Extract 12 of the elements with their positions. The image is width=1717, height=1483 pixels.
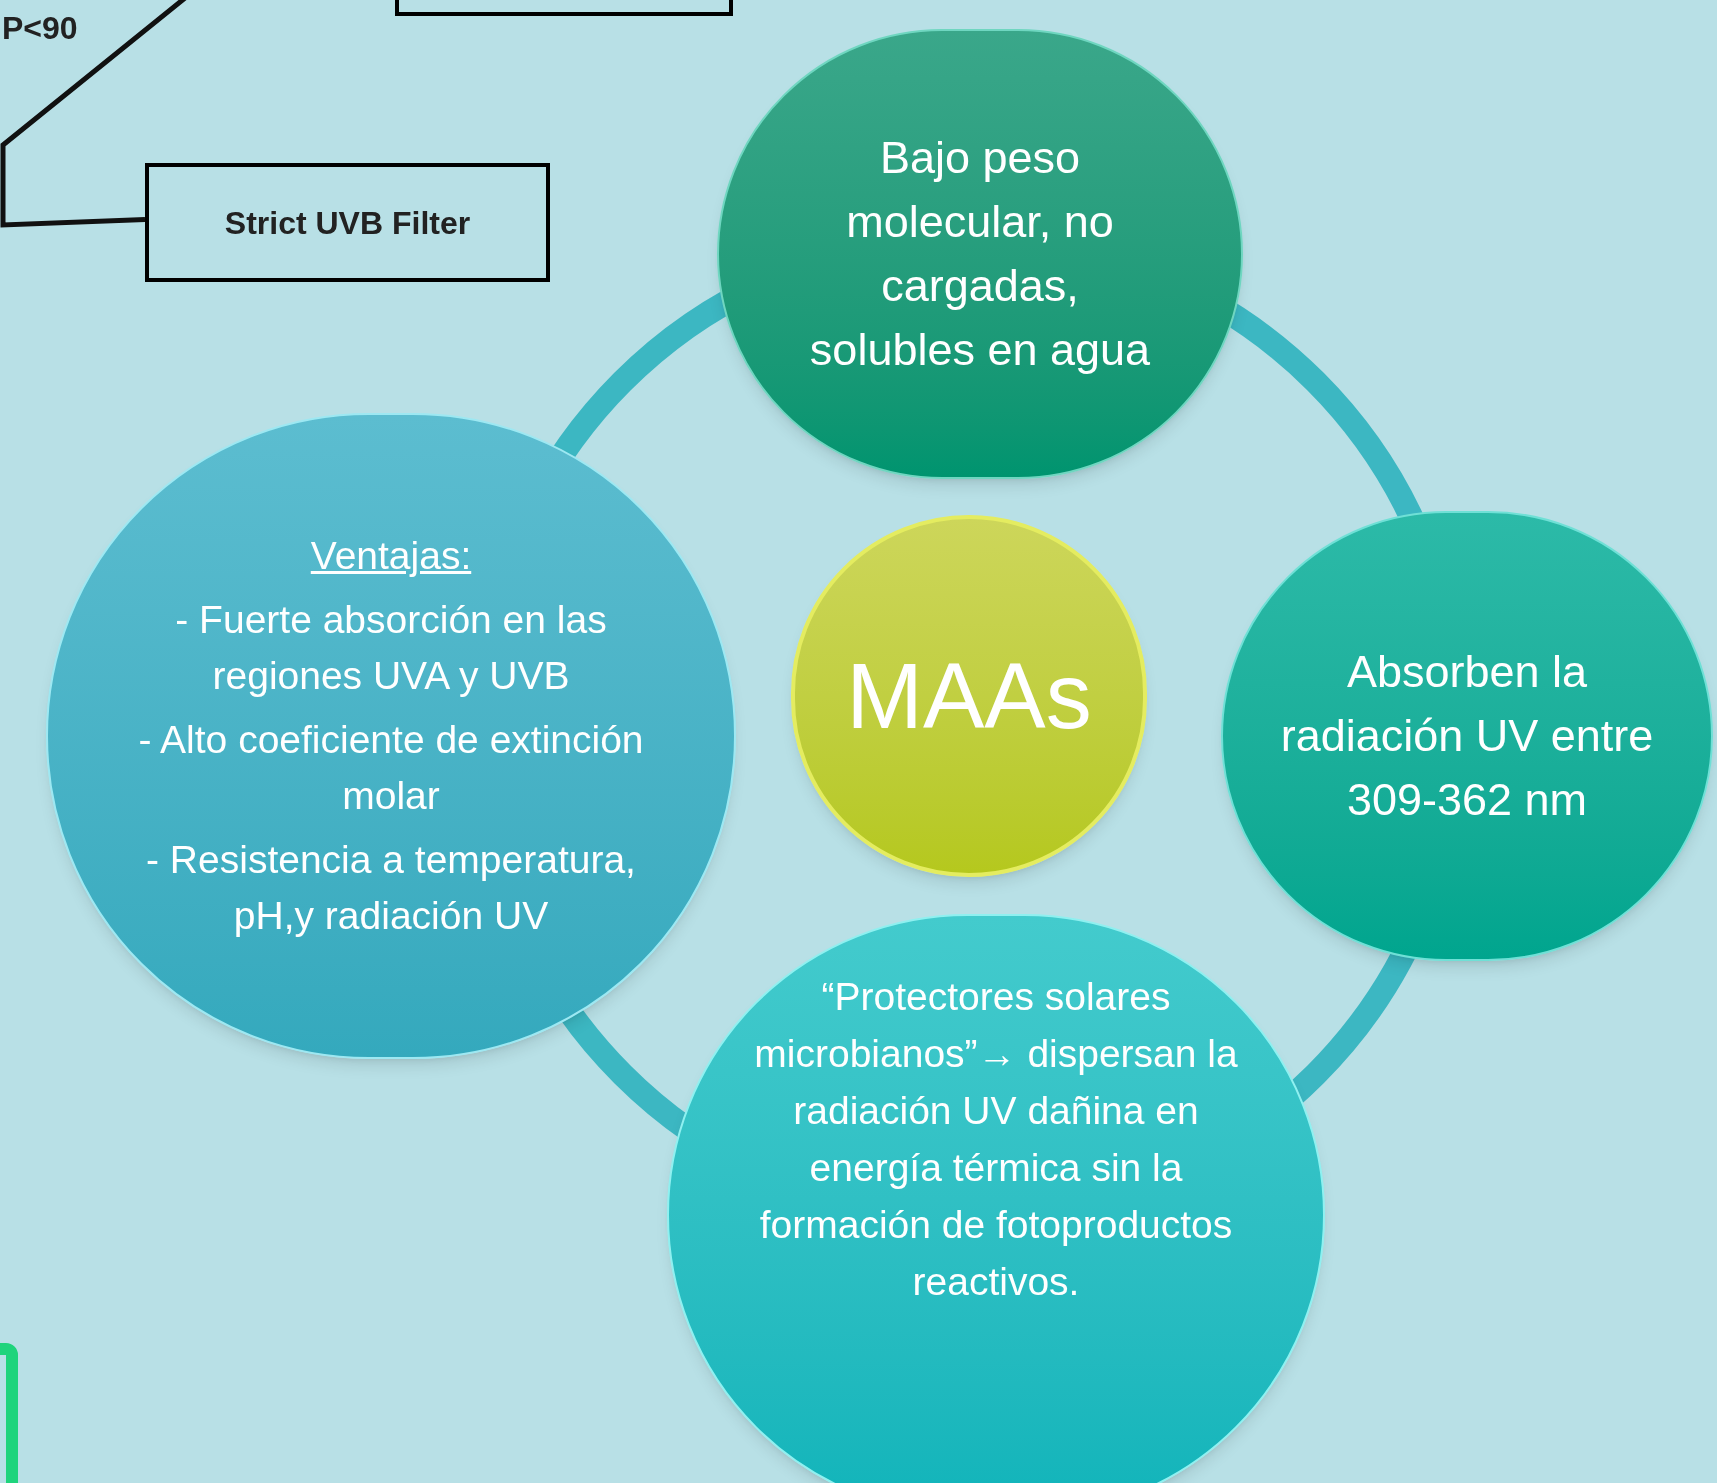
condition-label: P<90 xyxy=(2,12,78,44)
center-label: MAAs xyxy=(846,650,1092,742)
connector-line xyxy=(0,0,187,228)
circle-text: Bajo peso molecular, no cargadas, solubles en agua xyxy=(809,132,1151,375)
box-label: Strict UVB Filter xyxy=(224,203,471,243)
circle-text: “Protectores solares microbianos”→ dispersan la radiación UV dañina en energía térmica sin la formación de fotoproductos reactivos. xyxy=(754,975,1238,1303)
circle-text: Absorben la radiación UV entre 309-362 nm xyxy=(1280,646,1654,825)
process-box xyxy=(145,163,550,282)
bullet-text: - Fuerte absorción en las regiones UVA y UVB xyxy=(174,597,608,699)
bullet-text: - Resistencia a temperatura, pH,y radiación UV xyxy=(145,837,637,939)
bullet-text: - Alto coeficiente de extinción molar xyxy=(137,717,645,819)
heading: Ventajas: xyxy=(310,533,472,579)
